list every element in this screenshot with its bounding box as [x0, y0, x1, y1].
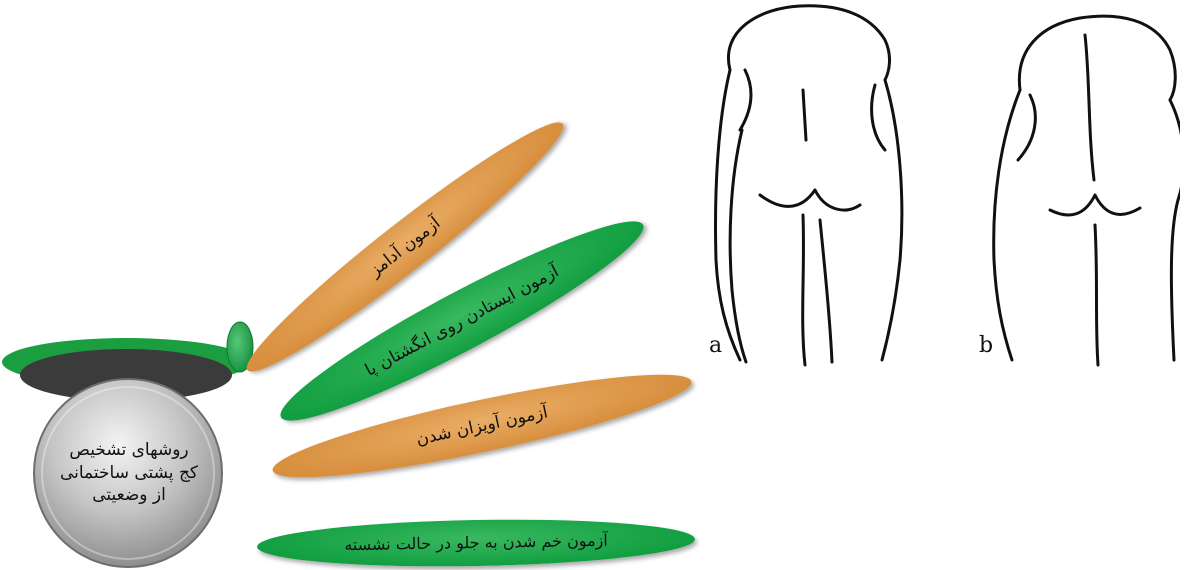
figure-a-label: a	[709, 333, 722, 358]
back-view-figure-icon	[700, 0, 1180, 380]
method-seated-bend-test: آزمون خم شدن به جلو در حالت نشسته	[257, 516, 696, 570]
hub-title: روشهای تشخیص کج پشتی ساختمانی از وضعیتی	[36, 380, 222, 566]
figure-b-label: b	[979, 333, 993, 358]
